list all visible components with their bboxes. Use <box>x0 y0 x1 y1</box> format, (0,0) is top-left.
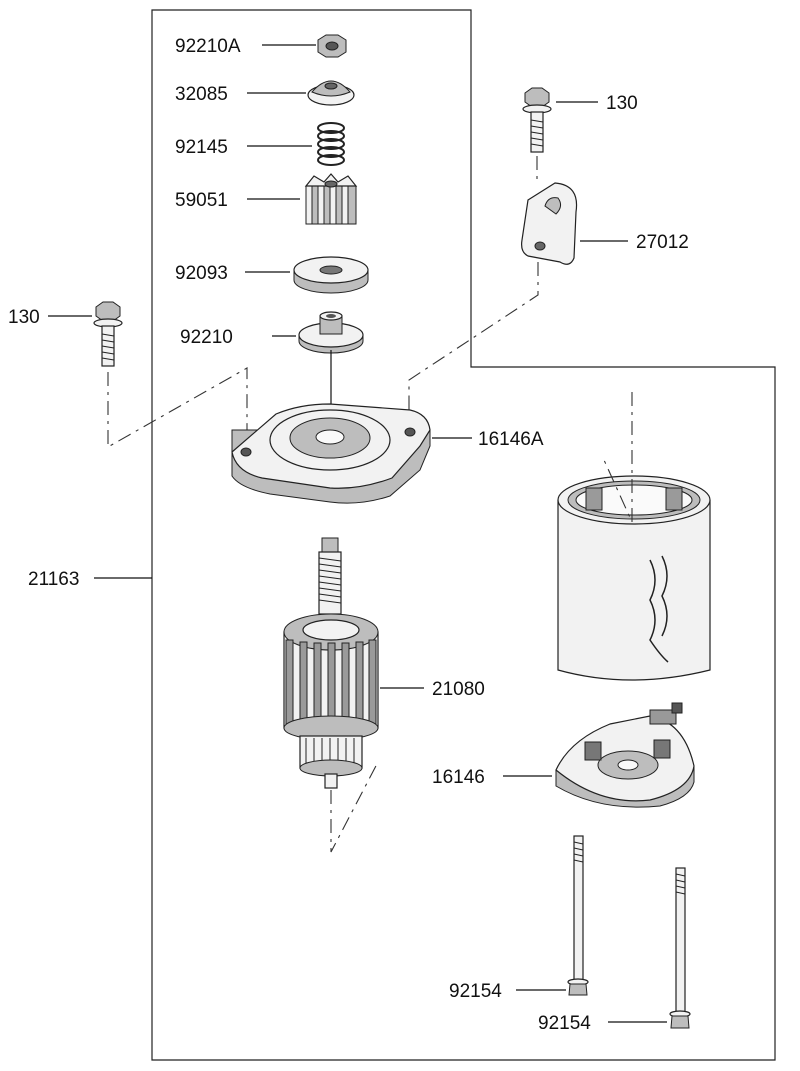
through-bolt-92154-b <box>669 867 691 1029</box>
label-27012: 27012 <box>636 232 689 253</box>
assembly-frame <box>151 9 776 1061</box>
label-16146a: 16146A <box>478 429 544 450</box>
cup-washer-32085 <box>307 80 355 106</box>
hex-nut-92210a <box>317 34 347 58</box>
armature-21080 <box>283 537 379 789</box>
end-cap-16146a <box>231 403 431 504</box>
label-92210a: 92210A <box>175 36 241 57</box>
label-92154-a: 92154 <box>449 981 502 1002</box>
label-59051: 59051 <box>175 190 228 211</box>
label-92210: 92210 <box>180 327 233 348</box>
field-housing-yoke <box>557 475 711 681</box>
flange-nut-92210 <box>298 311 364 354</box>
bracket-27012 <box>521 182 578 265</box>
brush-plate-16146 <box>555 702 695 808</box>
spring-92145 <box>317 122 345 166</box>
label-16146: 16146 <box>432 767 485 788</box>
label-92154-b: 92154 <box>538 1013 591 1034</box>
flat-washer-92093 <box>293 256 369 294</box>
label-32085: 32085 <box>175 84 228 105</box>
label-21163: 21163 <box>28 569 79 590</box>
label-92093: 92093 <box>175 263 228 284</box>
label-21080: 21080 <box>432 679 485 700</box>
flange-bolt-130-left <box>93 301 123 367</box>
pinion-gear-59051 <box>304 173 358 225</box>
through-bolt-92154-a <box>567 835 589 996</box>
label-130-right: 130 <box>606 93 638 114</box>
flange-bolt-130-right <box>522 87 552 153</box>
label-130-left: 130 <box>8 307 40 328</box>
label-92145: 92145 <box>175 137 228 158</box>
